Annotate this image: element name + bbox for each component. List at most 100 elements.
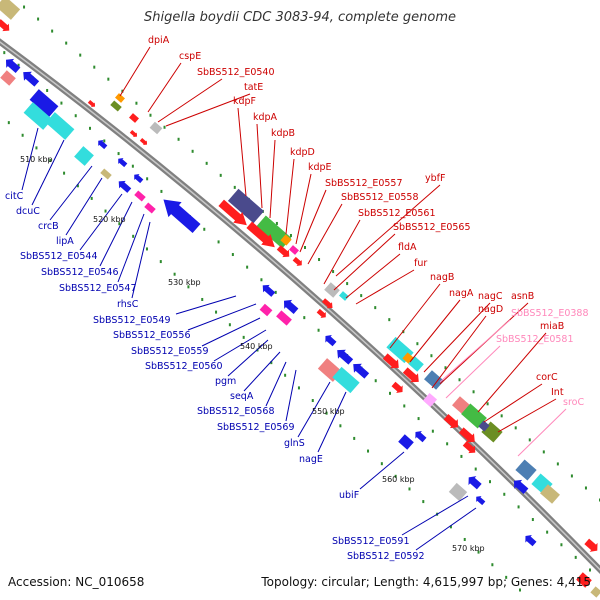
gene-label-lipA[interactable]: lipA [56, 236, 74, 247]
gene-label-corC[interactable]: corC [536, 372, 558, 383]
reverse-leader-line [65, 177, 103, 236]
inner-dot-track [463, 537, 466, 541]
outer-dot-track [51, 29, 54, 33]
tick-label-510kbp: 510 kbp [20, 155, 53, 164]
gene-label-glnS[interactable]: glnS [284, 438, 305, 449]
gene-label-SbBS512_E0558[interactable]: SbBS512_E0558 [341, 192, 419, 203]
gene-label-Int[interactable]: Int [551, 387, 564, 398]
gene-label-nagB[interactable]: nagB [430, 272, 454, 283]
outer-dot-track [556, 462, 559, 466]
inner-dot-track [353, 436, 356, 440]
reverse-cds-arrow [525, 535, 537, 547]
gene-label-SbBS512_E0559[interactable]: SbBS512_E0559 [131, 346, 209, 357]
middle-dot-track [474, 467, 477, 471]
gene-label-SbBS512_E0569[interactable]: SbBS512_E0569 [217, 422, 295, 433]
gene-label-SbBS512_E0556[interactable]: SbBS512_E0556 [113, 330, 191, 341]
gene-label-rhsC[interactable]: rhsC [117, 299, 139, 310]
gene-label-citC[interactable]: citC [5, 191, 24, 202]
gene-label-seqA[interactable]: seqA [230, 391, 254, 402]
magenta-block [144, 202, 156, 214]
inner-dot-track [63, 171, 66, 175]
cyan-block [45, 112, 75, 140]
gene-label-dpiA[interactable]: dpiA [148, 35, 170, 46]
rna-gene-labels: SbBS512_E0388 SbBS512_E0581 sroC [496, 308, 589, 408]
gene-label-SbBS512_E0549[interactable]: SbBS512_E0549 [93, 315, 171, 326]
magenta-block [289, 245, 299, 255]
gene-label-SbBS512_E0560[interactable]: SbBS512_E0560 [145, 361, 223, 372]
reverse-cds-arrow [163, 199, 201, 234]
gene-label-SbBS512_E0591[interactable]: SbBS512_E0591 [332, 536, 410, 547]
gene-label-kdpA[interactable]: kdpA [253, 112, 278, 123]
gene-label-nagC[interactable]: nagC [478, 291, 503, 302]
rna-leader-line [439, 319, 511, 383]
forward-cds-block [576, 572, 592, 588]
gene-label-SbBS512_E0568[interactable]: SbBS512_E0568 [197, 406, 275, 417]
gene-label-SbBS512_E0547[interactable]: SbBS512_E0547 [59, 283, 137, 294]
gene-label-ybfF[interactable]: ybfF [425, 173, 445, 184]
gene-label-sroC[interactable]: sroC [563, 397, 584, 408]
gene-label-SbBS512_E0540[interactable]: SbBS512_E0540 [197, 67, 275, 78]
forward-leader-line [423, 302, 491, 373]
reverse-leader-line [49, 165, 93, 221]
label-line-layer [21, 46, 567, 551]
gene-label-ubiF[interactable]: ubiF [339, 490, 359, 501]
forward-cds-arrow [139, 138, 148, 146]
middle-dot-track [431, 429, 434, 433]
gene-label-SbBS512_E0561[interactable]: SbBS512_E0561 [358, 208, 436, 219]
gene-label-SbBS512_E0388[interactable]: SbBS512_E0388 [511, 308, 589, 319]
gene-label-miaB[interactable]: miaB [540, 321, 564, 332]
middle-dot-track [317, 328, 320, 332]
inner-dot-track [394, 474, 397, 478]
grey-block [324, 282, 340, 298]
outer-dot-track [135, 101, 138, 105]
gene-label-kdpD[interactable]: kdpD [290, 147, 315, 158]
gene-label-tatE[interactable]: tatE [244, 82, 263, 93]
gene-label-fldA[interactable]: fldA [398, 242, 417, 253]
middle-dot-track [403, 404, 406, 408]
gene-label-nagA[interactable]: nagA [449, 288, 474, 299]
reverse-cds-arrow [415, 431, 427, 443]
genome-summary-text: Topology: circular; Length: 4,615,997 bp… [260, 575, 591, 589]
violet-block [422, 392, 438, 408]
inner-dot-track [422, 500, 425, 504]
inner-dot-track [159, 260, 162, 264]
gene-label-kdpB[interactable]: kdpB [271, 128, 295, 139]
gene-label-cspE[interactable]: cspE [179, 51, 201, 62]
gene-label-crcB[interactable]: crcB [38, 221, 59, 232]
khaki-block [590, 586, 600, 598]
outer-dot-track [93, 65, 96, 69]
middle-dot-track [417, 417, 420, 421]
gene-label-nagE[interactable]: nagE [299, 454, 323, 465]
khaki-block [0, 0, 21, 20]
gene-label-dcuC[interactable]: dcuC [16, 206, 40, 217]
forward-leader-line [256, 123, 263, 209]
outer-dot-track [430, 354, 433, 358]
gene-label-SbBS512_E0544[interactable]: SbBS512_E0544 [20, 251, 98, 262]
gene-label-SbBS512_E0557[interactable]: SbBS512_E0557 [325, 178, 403, 189]
gene-label-kdpE[interactable]: kdpE [308, 162, 332, 173]
gene-label-SbBS512_E0565[interactable]: SbBS512_E0565 [393, 222, 471, 233]
gene-label-SbBS512_E0581[interactable]: SbBS512_E0581 [496, 334, 574, 345]
forward-leader-line [333, 233, 396, 291]
outer-dot-track [37, 17, 40, 21]
forward-leader-line [409, 299, 461, 363]
inner-dot-track [449, 525, 452, 529]
inner-dot-track [228, 323, 231, 327]
magenta-block [259, 303, 273, 317]
forward-cds-arrow [218, 199, 247, 226]
inner-dot-track [311, 399, 314, 403]
inner-dot-track [49, 159, 52, 163]
tick-label-550kbp: 550 kbp [312, 407, 345, 416]
gene-label-asnB[interactable]: asnB [511, 291, 534, 302]
gene-label-nagD[interactable]: nagD [478, 304, 503, 315]
reverse-gene-labels: citC dcuC crcB lipA SbBS512_E0544 SbBS51… [5, 191, 425, 562]
middle-dot-track [489, 480, 491, 484]
gene-label-SbBS512_E0592[interactable]: SbBS512_E0592 [347, 551, 425, 562]
gene-label-pgm[interactable]: pgm [215, 376, 236, 387]
middle-dot-track [303, 316, 306, 320]
gene-label-SbBS512_E0546[interactable]: SbBS512_E0546 [41, 267, 119, 278]
forward-cds-arrow [443, 414, 459, 429]
gene-label-fur[interactable]: fur [414, 258, 427, 269]
gene-label-kdpF[interactable]: kdpF [233, 96, 256, 107]
outer-dot-track [149, 113, 152, 117]
